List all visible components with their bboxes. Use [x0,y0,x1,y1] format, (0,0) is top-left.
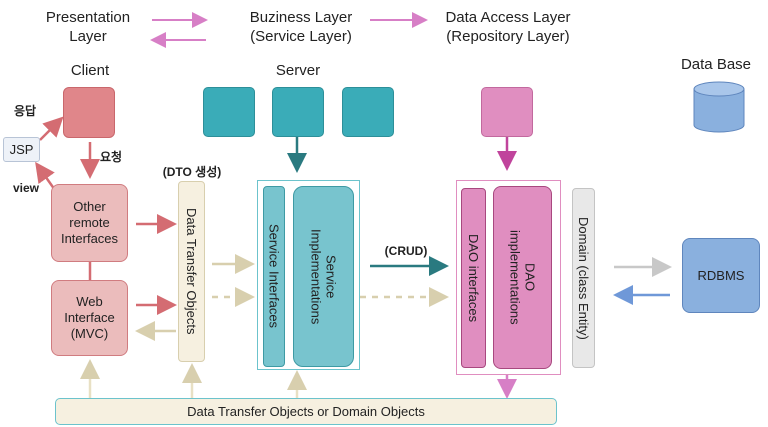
legend-data-access-line2: (Repository Layer) [446,28,570,45]
other-remote-interfaces-label: Other remote Interfaces [60,199,119,246]
domain-column-label: Domain (class Entity) [576,216,591,340]
service-implementations-box: Service Implementations [293,186,354,367]
service-implementations-label: Service Implementations [308,228,339,325]
dto-column: Data Transfer Objects [178,181,205,362]
dto-column-label: Data Transfer Objects [184,208,199,335]
dto-creation-label: (DTO 생성) [162,165,222,179]
legend-data-access-layer: Data Access Layer (Repository Layer) [432,8,584,46]
rdbms-label: RDBMS [697,268,745,283]
response-label: 응답 [13,104,37,118]
dao-interfaces-box: DAO interfaces [461,188,486,368]
legend-business-layer: Buziness Layer (Service Layer) [236,8,366,46]
server-heading: Server [275,62,321,79]
jsp-box: JSP [3,137,40,162]
web-interface-label: Web Interface (MVC) [64,294,115,341]
legend-business-line1: Buziness Layer [249,9,353,26]
database-heading: Data Base [680,56,752,73]
client-box [63,87,115,138]
legend-presentation-line2: Layer [69,28,107,45]
other-remote-interfaces-box: Other remote Interfaces [51,184,128,262]
dao-implementations-box: DAO implementations [493,186,552,369]
dao-interfaces-label: DAO interfaces [466,233,481,323]
legend-business-line2: (Service Layer) [250,28,352,45]
view-label: view [12,181,39,195]
client-heading: Client [70,62,110,79]
domain-column: Domain (class Entity) [572,188,595,368]
server-box-1 [203,87,255,137]
crud-label: (CRUD) [384,244,428,258]
request-label: 요청 [99,150,123,164]
server-box-3 [342,87,394,137]
legend-presentation-layer: Presentation Layer [30,8,146,46]
legend-presentation-line1: Presentation [45,9,131,26]
bottom-bar-label: Data Transfer Objects or Domain Objects [187,404,425,419]
dao-top-box [481,87,533,137]
web-interface-box: Web Interface (MVC) [51,280,128,356]
dao-implementations-label: DAO implementations [507,230,538,325]
rdbms-box: RDBMS [682,238,760,313]
server-box-2 [272,87,324,137]
database-cylinder-icon [693,81,745,133]
jsp-label: JSP [9,142,34,157]
service-interfaces-box: Service Interfaces [263,186,285,367]
service-interfaces-label: Service Interfaces [266,224,282,329]
bottom-bar: Data Transfer Objects or Domain Objects [55,398,557,425]
legend-data-access-line1: Data Access Layer [445,9,571,26]
